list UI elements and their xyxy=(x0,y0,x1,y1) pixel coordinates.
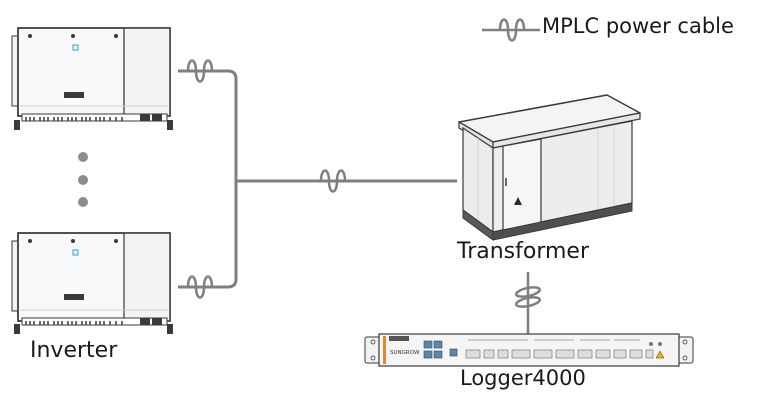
inverter-label: Inverter xyxy=(30,338,118,363)
logger4000: SUNGROW xyxy=(364,333,694,367)
transformer-door xyxy=(502,138,542,231)
twist-coil-icon xyxy=(514,286,542,298)
logger-label: Logger4000 xyxy=(460,366,586,390)
transformer-label: Transformer xyxy=(457,239,590,264)
network-ports xyxy=(423,340,458,359)
transformer xyxy=(458,94,641,241)
coil-icon xyxy=(186,59,214,83)
coil-icon xyxy=(319,169,347,193)
status-led xyxy=(72,44,79,51)
cable-coils xyxy=(186,59,347,299)
inverter-bottom-cable xyxy=(178,181,238,289)
more-inverters-dots xyxy=(78,152,88,207)
cable-network xyxy=(178,69,457,289)
caution-icon xyxy=(655,350,665,359)
logger-brand: SUNGROW xyxy=(390,350,420,356)
warning-icon xyxy=(514,197,522,205)
transformer-logger-cable xyxy=(514,272,542,336)
nameplate xyxy=(64,92,84,98)
inverter-top xyxy=(11,27,173,130)
status-led xyxy=(72,249,79,256)
legend-label: MPLC power cable xyxy=(542,14,734,38)
inverter-bottom xyxy=(11,232,173,334)
nameplate xyxy=(64,294,84,300)
legend-coil-icon xyxy=(498,18,526,42)
inverter-top-cable xyxy=(178,69,238,181)
terminal-blocks xyxy=(465,349,643,359)
legend xyxy=(482,18,540,42)
coil-icon xyxy=(186,275,214,299)
twist-coil-icon xyxy=(514,296,542,308)
